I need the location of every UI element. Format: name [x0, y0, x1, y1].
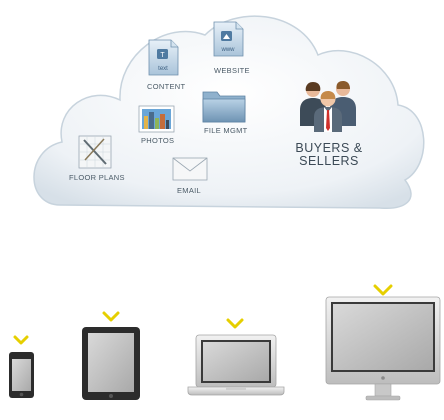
website-label: WEBSITE	[214, 66, 250, 75]
buyers-sellers-label: BUYERS & SELLERS	[274, 142, 384, 168]
email-label: EMAIL	[177, 186, 202, 195]
svg-text:T: T	[160, 52, 165, 59]
smartphone-icon	[9, 352, 34, 398]
devices-row	[9, 284, 441, 401]
floor-plans-label: FLOOR PLANS	[69, 173, 125, 182]
buyers-sellers-line2: SELLERS	[299, 154, 359, 168]
web-page-icon: www	[213, 21, 244, 57]
laptop-icon	[187, 334, 285, 396]
photos-label: PHOTOS	[141, 136, 175, 145]
www-icon-text: www	[221, 47, 236, 53]
tablet-icon	[82, 327, 140, 400]
floor-plan-icon	[78, 135, 112, 169]
email-icon	[172, 157, 208, 181]
chevron-down-icon	[226, 318, 244, 329]
document-icon: T text	[148, 39, 179, 76]
folder-icon	[202, 91, 246, 123]
file-mgmt-label: FILE MGMT	[204, 126, 248, 135]
buyers-sellers-line1: BUYERS &	[295, 141, 363, 155]
chevron-down-icon	[102, 311, 120, 322]
content-label: CONTENT	[147, 82, 186, 91]
chevron-down-icon	[13, 335, 29, 345]
chevron-down-icon	[373, 284, 393, 296]
doc-icon-text: text	[158, 66, 168, 72]
people-group-icon	[300, 81, 356, 132]
photo-icon	[138, 105, 175, 133]
desktop-monitor-icon	[325, 296, 441, 401]
